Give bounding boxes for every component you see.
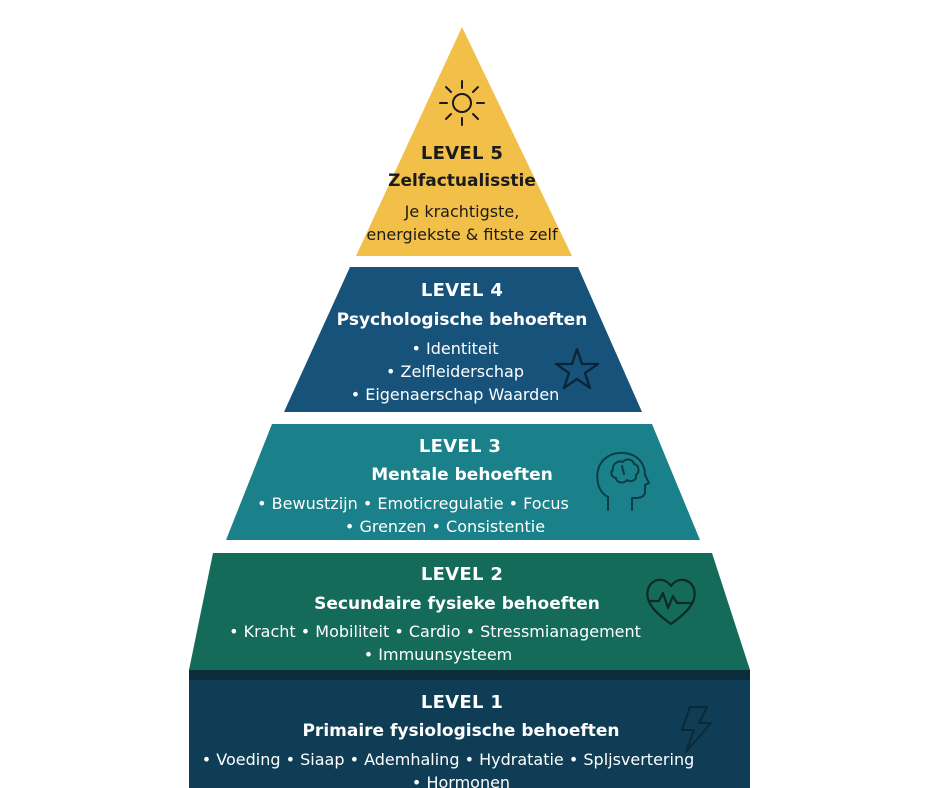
level-2-line-1: • Kracht • Mobiliteit • Cardio • Stressm… bbox=[229, 622, 641, 641]
level-3-line-1: • Bewustzijn • Emoticregulatie • Focus bbox=[257, 494, 569, 513]
level-1-band bbox=[189, 680, 750, 788]
level-4-title: Psychologische behoeften bbox=[336, 310, 588, 330]
level-1-label: LEVEL 1 bbox=[420, 692, 504, 713]
level-2-title: Secundaire fysieke behoeften bbox=[314, 594, 600, 614]
level-5-label: LEVEL 5 bbox=[420, 143, 504, 164]
level-1-title: Primaire fysiologische behoeften bbox=[302, 721, 620, 741]
level-4-band bbox=[284, 267, 642, 412]
level-5-triangle bbox=[356, 27, 572, 256]
level-2-line-2: • Immuunsysteem bbox=[363, 645, 513, 664]
level-2-label: LEVEL 2 bbox=[420, 564, 504, 585]
level-4-line-1: • Identiteit bbox=[411, 339, 499, 358]
level-divider bbox=[189, 670, 750, 680]
level-5-line-1: Je krachtigste, bbox=[404, 202, 520, 221]
level-5-line-2: energiekste & fitste zelf bbox=[366, 225, 558, 244]
level-5-title: Zelfactualisstie bbox=[388, 171, 536, 191]
level-2-band bbox=[189, 553, 750, 670]
level-4-label: LEVEL 4 bbox=[420, 280, 504, 301]
level-4-line-2: • Zelfleiderschap bbox=[386, 362, 524, 381]
level-3-line-2: • Grenzen • Consistentie bbox=[344, 517, 546, 536]
level-1-line-1: • Voeding • Siaap • Ademhaling • Hydrata… bbox=[201, 750, 695, 769]
sun-icon bbox=[439, 80, 485, 126]
level-3-label: LEVEL 3 bbox=[418, 436, 502, 457]
level-4-line-3: • Eigenaerschap Waarden bbox=[350, 385, 560, 404]
level-1-line-2: • Hormonen bbox=[411, 773, 511, 788]
head-brain-icon bbox=[596, 451, 650, 511]
star-icon bbox=[554, 347, 600, 390]
lightning-icon bbox=[681, 706, 712, 753]
level-3-title: Mentale behoeften bbox=[371, 465, 553, 485]
level-3-band bbox=[226, 424, 700, 540]
heart-pulse-icon bbox=[646, 578, 696, 626]
